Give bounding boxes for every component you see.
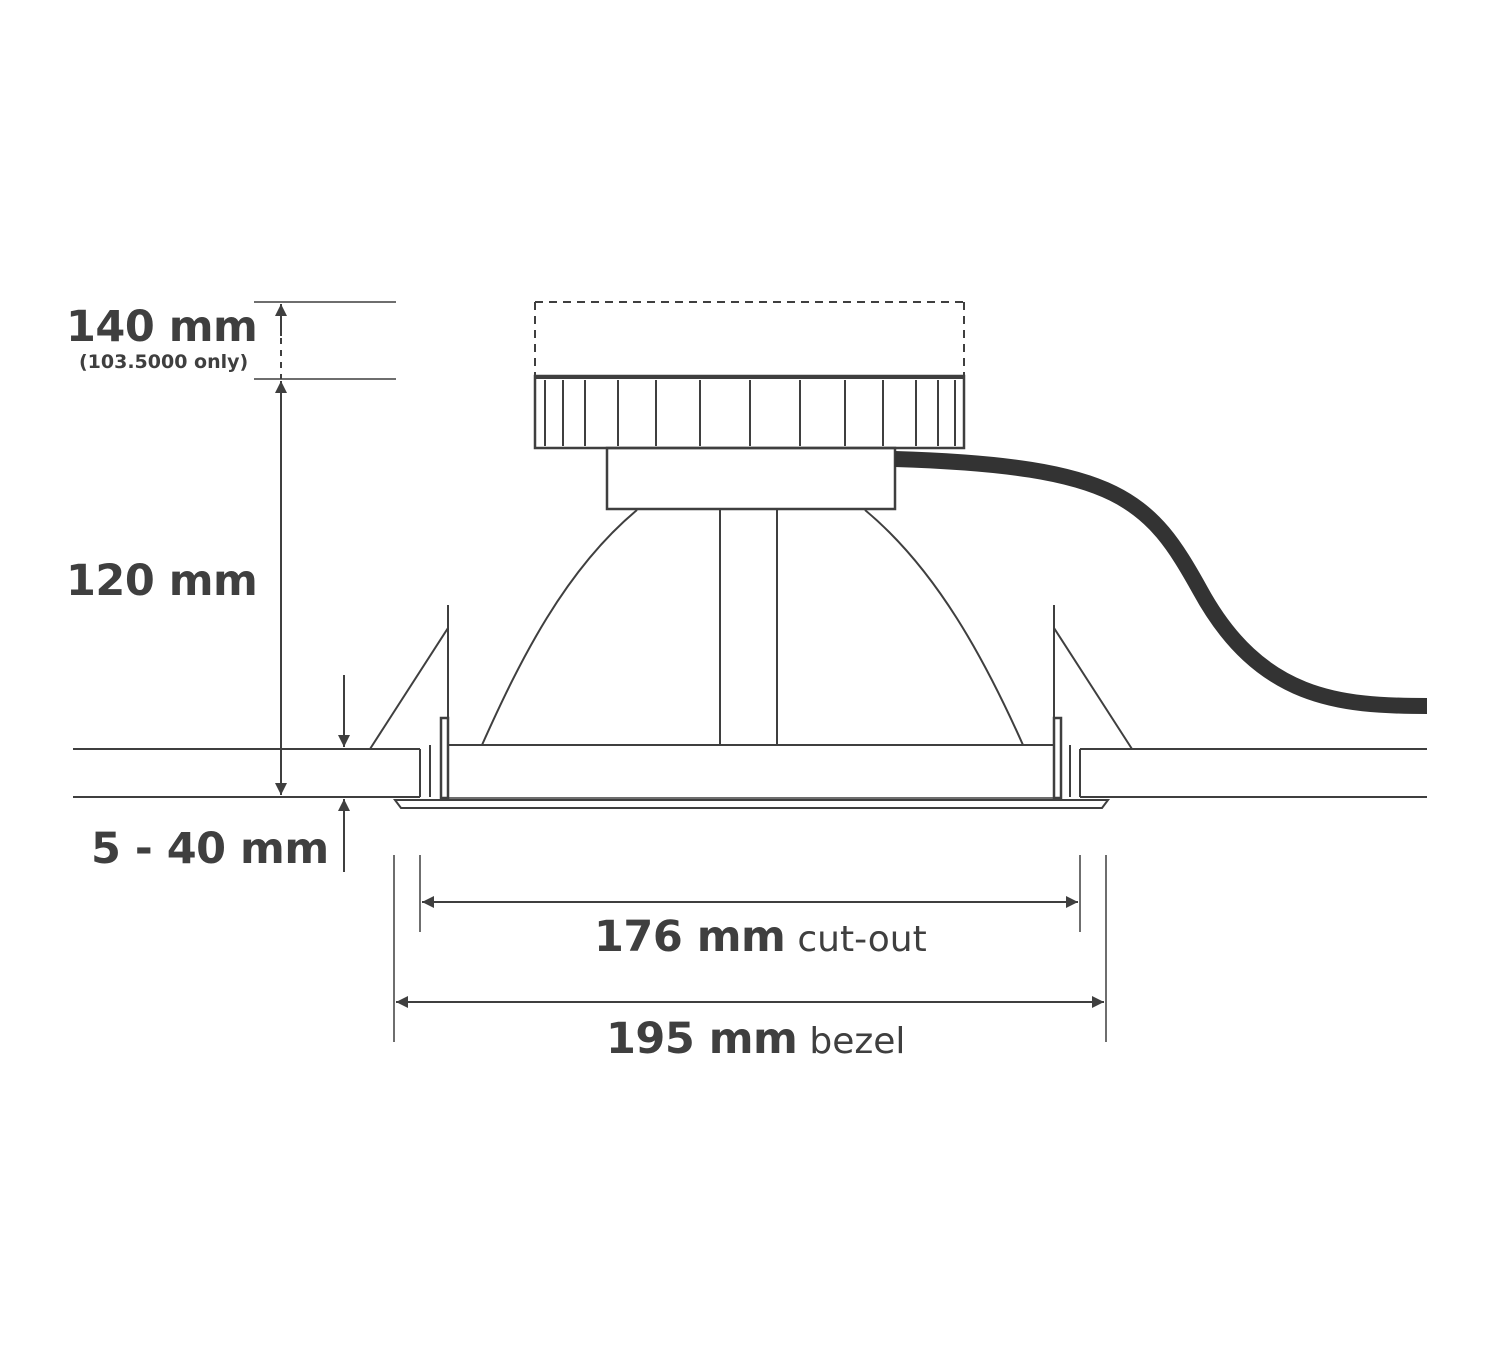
reflector-housing — [429, 509, 1071, 797]
label-140-note: (103.5000 only) — [79, 351, 249, 373]
label-ceiling-thickness: 5 - 40 mm — [91, 824, 329, 874]
dimension-195-line — [393, 855, 1107, 1042]
cut-out-note: cut-out — [797, 919, 927, 960]
ribbed-heatsink — [533, 374, 966, 450]
bezel-trim — [393, 799, 1110, 809]
driver-adapter-block — [605, 446, 897, 511]
power-cable — [894, 451, 1428, 714]
right-spring-clip — [1052, 605, 1133, 800]
dimension-140-line — [254, 301, 396, 380]
cut-out-value: 176 mm — [594, 912, 786, 962]
label-140: 140 mm — [66, 302, 258, 352]
ceiling-board — [73, 748, 1427, 798]
left-spring-clip — [369, 605, 450, 800]
bezel-value: 195 mm — [606, 1014, 798, 1064]
dimension-176-line — [419, 855, 1081, 932]
optional-extension-outline — [534, 301, 965, 376]
bezel-note: bezel — [809, 1021, 906, 1062]
label-120: 120 mm — [66, 556, 258, 606]
